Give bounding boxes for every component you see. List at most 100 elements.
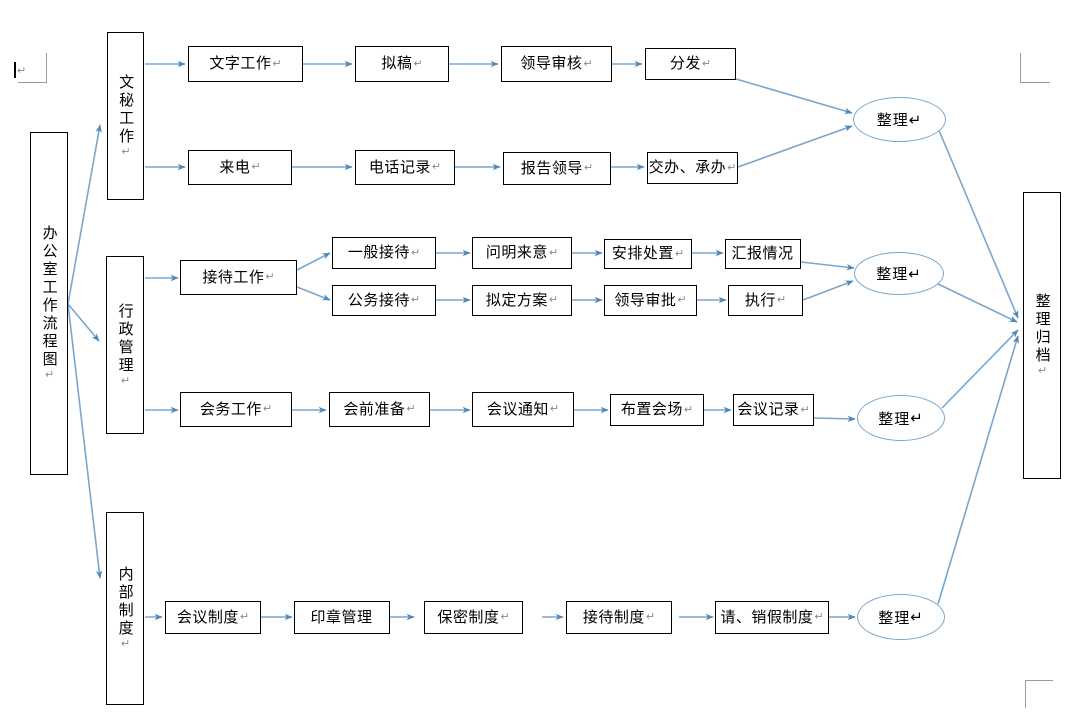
pilcrow-mark: ↵ <box>583 161 594 175</box>
step-label: 请、销假制度 <box>720 607 814 626</box>
pilcrow-mark: ↵ <box>44 368 55 382</box>
step-node-buzhi-huichang[interactable]: 布置会场↵ <box>610 394 704 426</box>
step-label: 接待制度 <box>582 607 645 626</box>
step-label: 执行 <box>744 290 776 309</box>
collector-label: 整理 <box>878 608 911 627</box>
step-node-huiyi-jilu[interactable]: 会议记录↵ <box>733 394 814 426</box>
collector-node-zhengli-1[interactable]: 整理↵ <box>853 97 946 142</box>
pilcrow-mark: ↵ <box>701 56 712 70</box>
step-label: 会议通知 <box>486 399 549 418</box>
collector-node-zhengli-2[interactable]: 整理↵ <box>854 252 944 295</box>
step-node-jiaoban-chengban[interactable]: 交办、承办↵ <box>647 152 738 184</box>
margin-mark-bottom-right <box>1025 680 1053 708</box>
category-label: 行政管理 <box>116 302 135 375</box>
step-label: 接待工作 <box>202 267 265 286</box>
step-label: 保密制度 <box>437 607 500 626</box>
root-node-office-workflow[interactable]: 办公室工作流程图↵ <box>30 132 68 475</box>
step-label: 会议制度 <box>176 607 239 626</box>
pilcrow-mark: ↵ <box>500 610 510 624</box>
pilcrow-mark: ↵ <box>413 56 423 70</box>
step-node-wenming-laiyi[interactable]: 问明来意↵ <box>472 237 572 269</box>
root-node-label: 办公室工作流程图 <box>40 225 59 370</box>
pilcrow-mark: ↵ <box>262 402 273 416</box>
category-node-neibu-zhidu[interactable]: 内部制度↵ <box>106 512 144 705</box>
step-node-zhixing[interactable]: 执行↵ <box>728 285 803 316</box>
step-node-dianhua-jilu[interactable]: 电话记录↵ <box>355 150 455 185</box>
step-node-niding-fangan[interactable]: 拟定方案↵ <box>472 285 572 316</box>
step-node-anpai-chuzhi[interactable]: 安排处置↵ <box>604 239 692 269</box>
step-label: 报告领导 <box>520 158 583 177</box>
step-node-nigao[interactable]: 拟稿↵ <box>355 46 449 82</box>
category-node-xingzheng-guanli[interactable]: 行政管理↵ <box>106 256 144 434</box>
step-label: 领导审批 <box>614 290 677 309</box>
step-node-gongwu-jiedai[interactable]: 公务接待↵ <box>332 285 436 316</box>
step-node-huiqian-zhunbei[interactable]: 会前准备↵ <box>329 392 430 427</box>
pilcrow-mark: ↵ <box>548 293 559 307</box>
step-node-jiedai-zhidu[interactable]: 接待制度↵ <box>566 601 672 634</box>
step-label: 会议记录 <box>737 400 800 419</box>
pilcrow-mark: ↵ <box>910 608 924 626</box>
step-label: 会前准备 <box>343 399 406 418</box>
margin-mark-top-left <box>18 53 48 83</box>
final-node-zhengli-guidang[interactable]: 整理归档↵ <box>1023 192 1061 479</box>
pilcrow-mark: ↵ <box>410 293 421 307</box>
pilcrow-mark: ↵ <box>1037 364 1048 378</box>
collector-label: 整理 <box>878 409 911 428</box>
collector-label: 整理 <box>876 265 909 283</box>
pilcrow-mark: ↵ <box>548 245 559 259</box>
step-node-huiwu-gongzuo[interactable]: 会务工作↵ <box>180 392 292 427</box>
pilcrow-mark: ↵ <box>814 610 824 624</box>
step-node-lingdao-shenhe[interactable]: 领导审核↵ <box>501 46 612 82</box>
step-label: 拟定方案 <box>485 290 548 309</box>
pilcrow-mark: ↵ <box>121 144 131 158</box>
pilcrow-mark: ↵ <box>272 56 282 70</box>
step-node-huibao-qingkuang[interactable]: 汇报情况 <box>725 239 801 269</box>
category-node-wenmi[interactable]: 文秘工作↵ <box>107 32 144 200</box>
step-node-fenfa[interactable]: 分发↵ <box>645 48 736 80</box>
step-node-qing-xiaojia-zhidu[interactable]: 请、销假制度↵ <box>715 601 829 634</box>
step-label: 公务接待 <box>347 290 410 309</box>
step-label: 安排处置 <box>611 244 674 263</box>
step-node-yinzhang-guanli[interactable]: 印章管理 <box>294 601 390 634</box>
margin-mark-top-right <box>1020 53 1050 83</box>
pilcrow-mark: ↵ <box>776 293 787 307</box>
pilcrow-mark: ↵ <box>120 637 131 651</box>
pilcrow-mark: ↵ <box>431 160 442 174</box>
step-node-huiyi-zhidu[interactable]: 会议制度↵ <box>165 601 261 634</box>
pilcrow-mark: ↵ <box>120 373 131 387</box>
pilcrow-mark: ↵ <box>683 402 694 416</box>
pilcrow-mark: ↵ <box>910 409 924 427</box>
step-node-baomi-zhidu[interactable]: 保密制度↵ <box>424 601 523 634</box>
step-node-wenzi-gongzuo[interactable]: 文字工作↵ <box>188 46 303 82</box>
step-label: 分发 <box>669 54 701 73</box>
pilcrow-mark: ↵ <box>410 245 421 259</box>
collector-node-zhengli-4[interactable]: 整理↵ <box>857 594 945 640</box>
step-node-laidian[interactable]: 来电↵ <box>188 150 292 185</box>
step-label: 领导审核 <box>520 54 583 73</box>
pilcrow-mark: ↵ <box>677 293 687 307</box>
step-node-lingdao-shenpi[interactable]: 领导审批↵ <box>604 285 697 316</box>
pilcrow-mark: ↵ <box>727 160 737 174</box>
pilcrow-mark: ↵ <box>549 402 560 416</box>
pilcrow-mark: ↵ <box>265 270 275 284</box>
step-label: 会务工作 <box>199 399 262 418</box>
step-label: 电话记录 <box>368 157 431 176</box>
step-label: 问明来意 <box>485 243 548 262</box>
step-node-huiyi-tongzhi[interactable]: 会议通知↵ <box>472 392 574 427</box>
pilcrow-mark: ↵ <box>908 110 923 129</box>
step-node-baogao-lingdao[interactable]: 报告领导↵ <box>503 152 611 185</box>
pilcrow-mark: ↵ <box>251 160 261 174</box>
pilcrow-mark: ↵ <box>239 610 250 624</box>
pilcrow-mark: ↵ <box>406 402 416 416</box>
step-label: 拟稿 <box>381 54 413 73</box>
pilcrow-mark: ↵ <box>583 56 593 70</box>
step-node-yiban-jiedai[interactable]: 一般接待↵ <box>332 237 436 269</box>
step-label: 布置会场 <box>620 400 683 419</box>
pilcrow-mark: ↵ <box>17 63 27 77</box>
step-label: 文字工作 <box>209 54 272 73</box>
step-label: 交办、承办 <box>648 158 727 177</box>
step-node-jiedai-gongzuo[interactable]: 接待工作↵ <box>180 260 297 295</box>
text-caret: ↵ <box>14 62 26 78</box>
collector-node-zhengli-3[interactable]: 整理↵ <box>857 395 945 441</box>
